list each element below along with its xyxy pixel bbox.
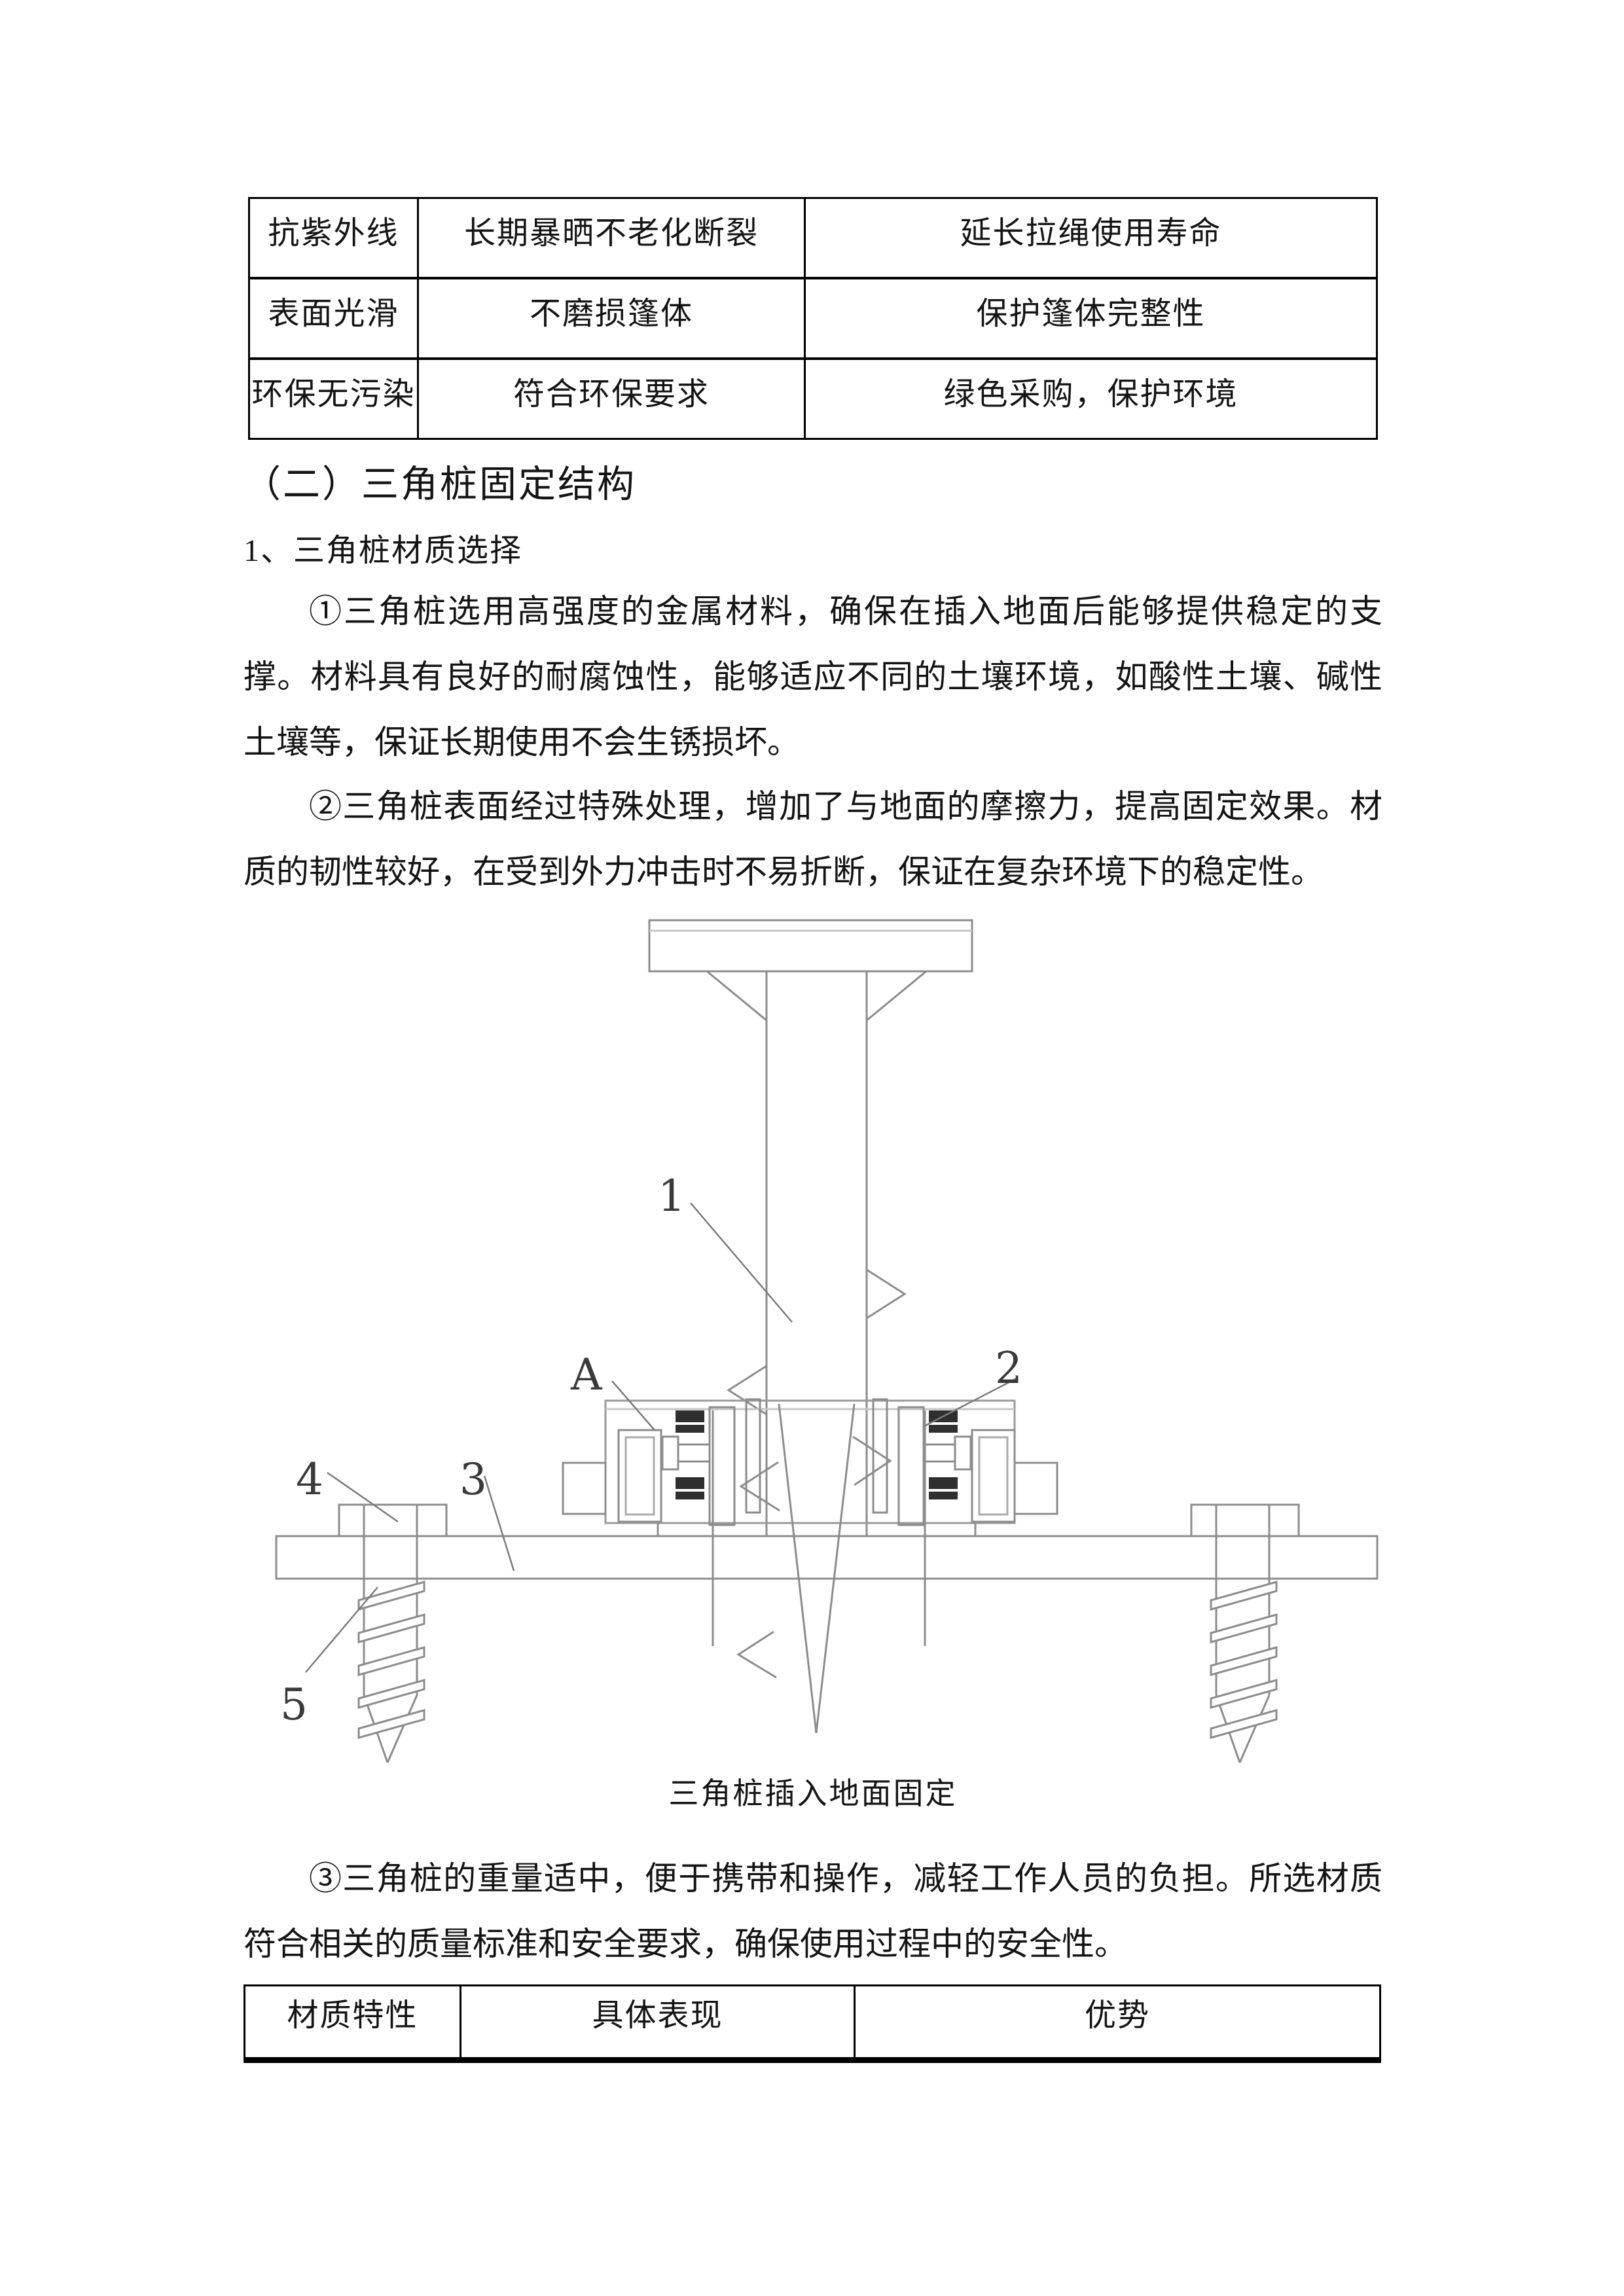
plate-bolt-left <box>338 1503 448 1537</box>
plate-bolt-right <box>1190 1503 1300 1537</box>
shaft-barb <box>736 1630 777 1679</box>
shaft-barb <box>739 1461 780 1512</box>
paragraph-1: ①三角桩选用高强度的金属材料，确保在插入地面后能够提供稳定的支 撑。材料具有良好… <box>244 579 1382 775</box>
clamp-press-bar-left <box>708 1406 736 1526</box>
paragraph-line: ①三角桩选用高强度的金属材料，确保在插入地面后能够提供稳定的支 <box>309 593 1382 630</box>
paragraph-line: 撑。材料具有良好的耐腐蚀性，能够适应不同的土壤环境，如酸性土壤、碱性 <box>244 658 1382 695</box>
table-header-cell: 材质特性 <box>245 1986 461 2057</box>
table-cell: 保护篷体完整性 <box>976 296 1206 331</box>
paragraph-line: 质的韧性较好，在受到外力冲击时不易折断，保证在复杂环境下的稳定性。 <box>244 853 1324 890</box>
table-cell: 表面光滑 <box>250 279 419 357</box>
paragraph-line: ③三角桩的重量适中，便于携带和操作，减轻工作人员的负担。所选材质 <box>309 1860 1382 1897</box>
table-row: 表面光滑 不磨损篷体 保护篷体完整性 <box>250 279 1376 360</box>
stake-top-cap <box>648 919 973 973</box>
clamp-inner-bar-left <box>745 1398 761 1514</box>
paragraph-3: ③三角桩的重量适中，便于携带和操作，减轻工作人员的负担。所选材质 符合相关的质量… <box>244 1846 1382 1977</box>
shaft-barb <box>727 1365 767 1416</box>
paragraph-line: 土壤等，保证长期使用不会生锈损坏。 <box>244 724 800 761</box>
properties-table: 抗紫外线 长期暴晒不老化断裂 延长拉绳使用寿命 表面光滑 不磨损篷体 保护篷体完… <box>248 197 1378 440</box>
table-cell: 抗紫外线 <box>250 199 419 277</box>
part-label-4: 4 <box>296 1454 323 1505</box>
table-cell: 延长拉绳使用寿命 <box>960 215 1222 251</box>
table-cell: 环保无污染 <box>250 360 419 438</box>
base-plate <box>275 1535 1379 1580</box>
cap-neck-line <box>706 970 767 1022</box>
spike-tip <box>815 1403 856 1734</box>
clamp-side-plate-left <box>617 1429 662 1523</box>
leader-lines <box>305 1202 1019 1673</box>
clamp-bolt-shaft-left <box>677 1443 711 1463</box>
table-header-cell: 优势 <box>1084 1998 1150 2033</box>
figure-triangular-stake-diagram: 1 A 2 3 4 5 <box>275 913 1381 1774</box>
part-label-5: 5 <box>280 1679 308 1730</box>
table-header-cell: 具体表现 <box>461 1986 856 2057</box>
table-cell: 绿色采购，保护环境 <box>943 376 1238 412</box>
clamp-press-bar-right <box>897 1406 925 1526</box>
spike-tip <box>778 1403 818 1734</box>
clamp-stub-left <box>562 1462 607 1515</box>
table-row: 环保无污染 符合环保要求 绿色采购，保护环境 <box>250 360 1376 438</box>
paragraph-2: ②三角桩表面经过特殊处理，增加了与地面的摩擦力，提高固定效果。材 质的韧性较好，… <box>244 774 1382 905</box>
figure-caption: 三角桩插入地面固定 <box>668 1777 958 1810</box>
clamp-nuts <box>676 1410 958 1499</box>
table-row: 抗紫外线 长期暴晒不老化断裂 延长拉绳使用寿命 <box>250 199 1376 279</box>
paragraph-line: ②三角桩表面经过特殊处理，增加了与地面的摩擦力，提高固定效果。材 <box>309 788 1382 825</box>
part-label-2: 2 <box>995 1343 1022 1393</box>
clamp-stub-right <box>1013 1462 1058 1515</box>
paragraph-line: 符合相关的质量标准和安全要求，确保使用过程中的安全性。 <box>244 1926 1127 1962</box>
clamp-inner-bar-right <box>872 1398 888 1514</box>
part-label-3: 3 <box>460 1454 487 1505</box>
material-table: 材质特性 具体表现 优势 <box>244 1984 1381 2063</box>
clamp-bolt-head-right <box>954 1435 972 1471</box>
table-header-row: 材质特性 具体表现 优势 <box>245 1986 1379 2057</box>
subsection-heading: 1、三角桩材质选择 <box>244 533 523 568</box>
shaft-barb <box>866 1268 907 1319</box>
table-cell: 长期暴晒不老化断裂 <box>419 199 806 277</box>
part-label-1: 1 <box>658 1171 685 1221</box>
part-label-A: A <box>570 1350 603 1400</box>
cap-neck-line <box>866 970 927 1022</box>
table-cell: 符合环保要求 <box>419 360 806 438</box>
clamp-bolt-shaft-right <box>922 1443 956 1463</box>
table-cell: 不磨损篷体 <box>419 279 806 357</box>
section-heading: （二）三角桩固定结构 <box>244 464 636 505</box>
shaft-barb <box>852 1435 892 1486</box>
clamp-bolt-head-left <box>661 1435 679 1471</box>
